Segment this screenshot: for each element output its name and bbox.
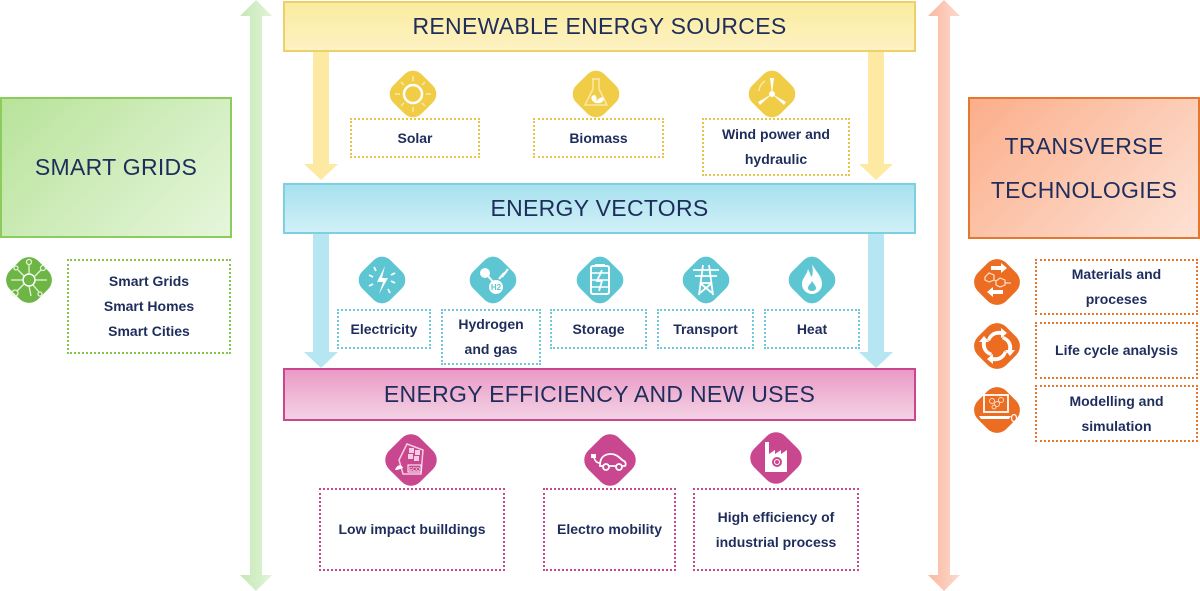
efficiency-item-electro-mobility: Electro mobility [543, 488, 676, 571]
vectors-title: ENERGY VECTORS [490, 195, 709, 221]
energy-efficiency-banner: ENERGY EFFICIENCY AND NEW USES [283, 368, 916, 421]
smart-grids-double-arrow [238, 0, 274, 591]
efficiency-item-low-impact-buildings: Low impact builldings [319, 488, 505, 571]
hydrogen-icon: H2 [466, 253, 520, 307]
renewable-to-vectors-arrow-right [859, 52, 893, 180]
flame-icon [785, 253, 839, 307]
renewable-to-vectors-arrow-left [304, 52, 338, 180]
power-tower-icon [679, 253, 733, 307]
vector-item-electricity: Electricity [337, 309, 431, 349]
smart-grids-title: SMART GRIDS [34, 154, 198, 180]
cycle-arrows-icon [965, 314, 1029, 378]
eco-house-icon: ECO [381, 430, 441, 490]
laptop-icon [965, 378, 1029, 442]
smart-grids-item: Smart Grids [108, 273, 190, 289]
renewable-item-biomass: Biomass [533, 118, 664, 158]
renewable-title: RENEWABLE ENERGY SOURCES [412, 13, 787, 39]
vector-item-hydrogen-gas: Hydrogen and gas [441, 309, 541, 365]
transverse-item-materials-processes: Materials and proceses [1035, 259, 1198, 315]
electric-car-icon [580, 430, 640, 490]
vectors-to-efficiency-arrow-left [304, 234, 338, 368]
network-bulb-icon [0, 248, 61, 312]
sun-icon [386, 67, 440, 121]
energy-vectors-banner: ENERGY VECTORS [283, 183, 916, 234]
renewable-energy-sources-banner: RENEWABLE ENERGY SOURCES [283, 1, 916, 52]
renewable-item-wind-hydraulic: Wind power and hydraulic [702, 118, 850, 176]
efficiency-item-industrial-process: High efficiency of industrial process [693, 488, 859, 571]
lightning-icon [355, 253, 409, 307]
vector-item-transport: Transport [657, 309, 754, 349]
transverse-technologies-box: TRANSVERSE TECHNOLOGIES [968, 97, 1200, 239]
molecule-icon [965, 250, 1029, 314]
wind-turbine-icon [745, 67, 799, 121]
transverse-double-arrow [926, 0, 962, 591]
battery-icon [573, 253, 627, 307]
smart-grids-item: Smart Homes [103, 298, 195, 314]
smart-grids-item: Smart Cities [108, 323, 190, 339]
renewable-item-solar: Solar [350, 118, 480, 158]
transverse-item-life-cycle-analysis: Life cycle analysis [1035, 322, 1198, 379]
svg-text:H2: H2 [491, 283, 502, 292]
svg-text:ECO: ECO [409, 467, 420, 473]
vector-item-storage: Storage [550, 309, 647, 349]
factory-icon [746, 428, 806, 488]
smart-grids-list: Smart Grids Smart Homes Smart Cities [67, 259, 231, 354]
vectors-to-efficiency-arrow-right [859, 234, 893, 368]
smart-grids-box: SMART GRIDS [0, 97, 232, 238]
transverse-title-line1: TRANSVERSE [1004, 133, 1164, 159]
efficiency-title: ENERGY EFFICIENCY AND NEW USES [383, 381, 816, 407]
vector-item-heat: Heat [764, 309, 860, 349]
flask-leaf-icon [569, 67, 623, 121]
transverse-title-line2: TECHNOLOGIES [990, 177, 1178, 203]
transverse-item-modelling-simulation: Modelling and simulation [1035, 385, 1198, 442]
